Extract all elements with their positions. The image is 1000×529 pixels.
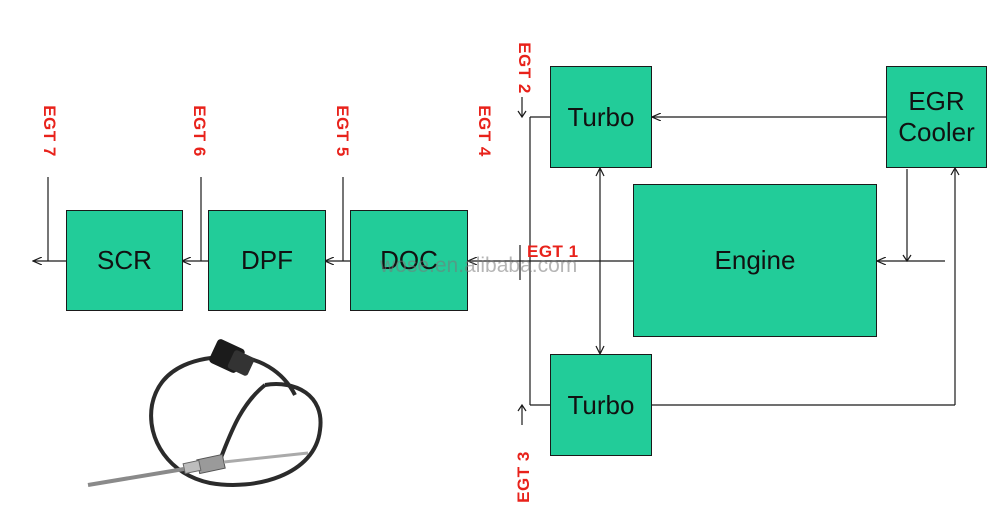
egt2-label: EGT 2 xyxy=(515,42,534,94)
scr-label: SCR xyxy=(97,245,152,275)
egt-sensor-photo xyxy=(87,339,323,487)
turbo-bottom-label: Turbo xyxy=(567,389,635,420)
turbo-bottom-block: Turbo xyxy=(550,354,652,456)
egr-cooler-label: EGR Cooler xyxy=(898,86,975,147)
egt6-label: EGT 6 xyxy=(190,105,209,157)
watermark: wose.en.alibaba.com xyxy=(380,254,578,277)
doc-block: DOC xyxy=(350,210,468,311)
egt3-tip xyxy=(517,403,527,412)
scr-block: SCR xyxy=(66,210,183,311)
turbo-top-block: Turbo xyxy=(550,66,652,168)
doc-label: DOC xyxy=(380,245,438,275)
egr-cooler-block: EGR Cooler xyxy=(886,66,987,168)
egt2-tip xyxy=(517,110,527,119)
egt1-label: EGT 1 xyxy=(527,242,579,261)
dpf-block: DPF xyxy=(208,210,326,311)
turbo-top-label: Turbo xyxy=(567,101,635,132)
probe-icon xyxy=(87,451,309,487)
egt5-label: EGT 5 xyxy=(333,105,352,157)
engine-block: Engine xyxy=(633,184,877,337)
egt7-label: EGT 7 xyxy=(40,105,59,157)
engine-label: Engine xyxy=(714,245,796,275)
egt3-label: EGT 3 xyxy=(514,451,533,503)
dpf-label: DPF xyxy=(241,245,293,275)
egt4-label: EGT 4 xyxy=(475,105,494,157)
connector-icon xyxy=(209,339,255,376)
